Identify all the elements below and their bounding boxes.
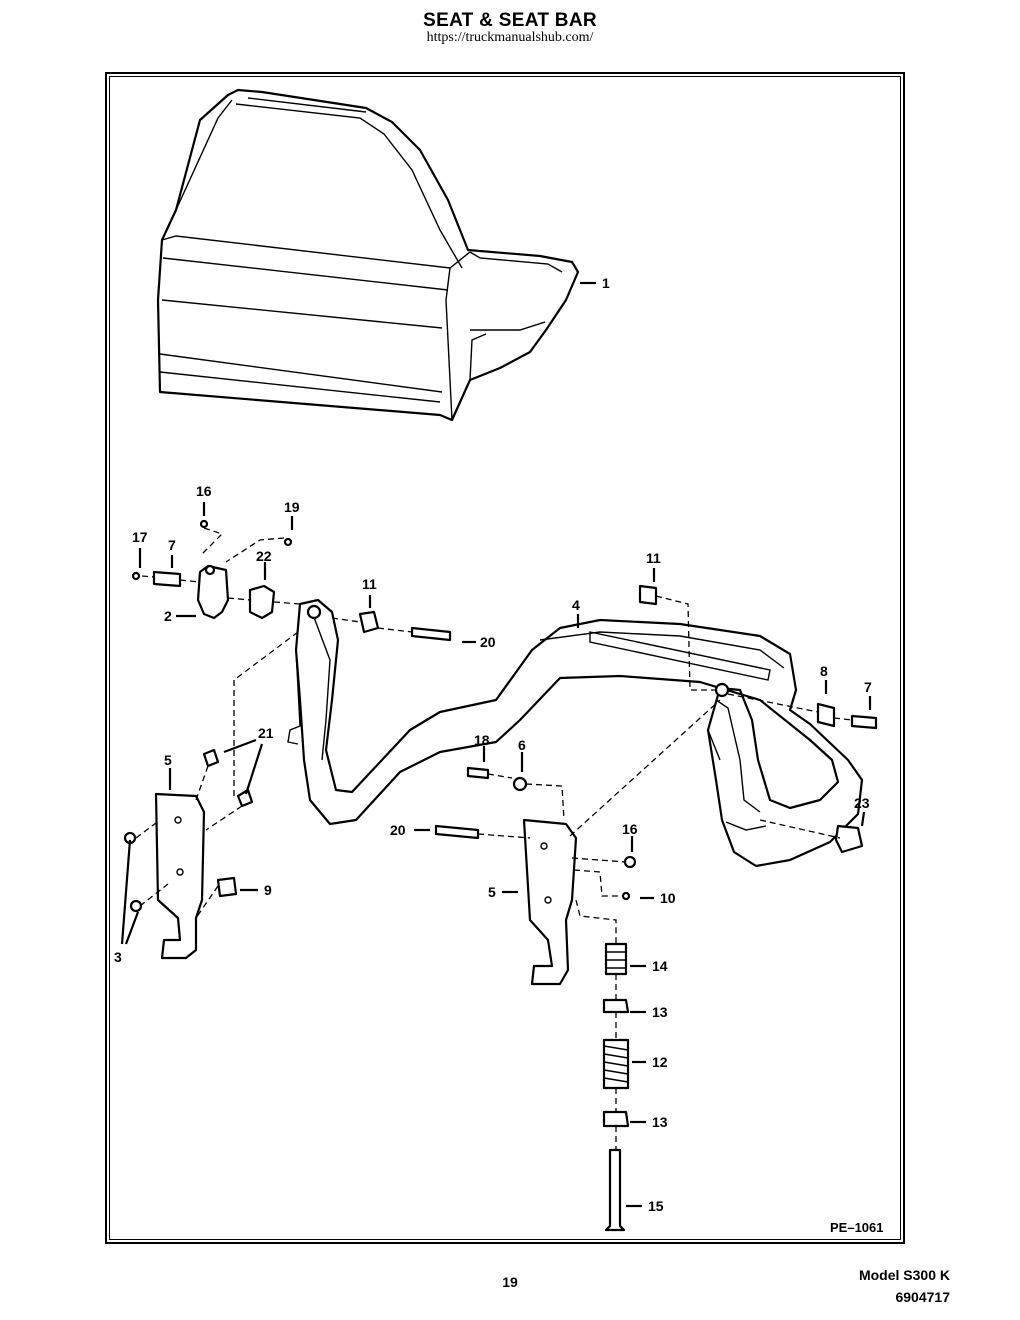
left-pivot-bracket — [131, 519, 878, 854]
callout-22: 22 — [256, 548, 272, 564]
callout-12: 12 — [652, 1054, 668, 1070]
callout-11: 11 — [362, 576, 377, 592]
callout-14: 14 — [652, 958, 668, 974]
callout-10: 10 — [660, 890, 676, 906]
callout-5: 5 — [488, 884, 496, 900]
callout-leaders — [120, 281, 872, 1208]
callout-19: 19 — [284, 499, 300, 515]
callout-8: 8 — [820, 663, 828, 679]
callout-18: 18 — [474, 732, 490, 748]
source-url[interactable]: https://truckmanualshub.com/ — [426, 30, 594, 45]
callout-3: 3 — [114, 949, 122, 965]
callout-20: 20 — [390, 822, 406, 838]
callout-16: 16 — [622, 821, 638, 837]
seat-part — [156, 88, 580, 422]
callout-13: 13 — [652, 1004, 668, 1020]
model-info: Model S300 K 6904717 — [859, 1264, 950, 1308]
callout-5: 5 — [164, 752, 172, 768]
callout-16: 16 — [196, 483, 212, 499]
callout-21: 21 — [258, 725, 274, 741]
callout-1: 1 — [602, 275, 610, 291]
diagram-frame-inner — [109, 76, 901, 1240]
callout-2: 2 — [164, 608, 172, 624]
spring-assembly — [602, 942, 630, 1232]
page-title: SEAT & SEAT BAR — [423, 10, 597, 31]
callout-6: 6 — [518, 737, 526, 753]
callout-15: 15 — [648, 1198, 664, 1214]
callout-7: 7 — [864, 679, 872, 695]
callout-20: 20 — [480, 634, 496, 650]
callout-7: 7 — [168, 537, 176, 553]
model-name: Model S300 K — [858, 1267, 950, 1283]
model-serial: 6904717 — [895, 1289, 950, 1305]
callout-17: 17 — [132, 529, 148, 545]
callout-23: 23 — [854, 795, 870, 811]
callout-11: 11 — [646, 550, 661, 566]
diagram-code: PE–1061 — [830, 1220, 884, 1235]
left-mount-plate — [123, 748, 254, 960]
assembly-dashed-lines — [135, 527, 853, 1150]
callout-9: 9 — [264, 882, 272, 898]
callout-labels: 1 16 19 17 7 22 2 11 20 11 4 8 7 21 5 18… — [114, 275, 884, 1235]
seat-bar-part — [287, 598, 864, 868]
callout-13: 13 — [652, 1114, 668, 1130]
diagram-frame-outer — [105, 72, 905, 1244]
callout-4: 4 — [572, 597, 580, 613]
page-number: 19 — [502, 1274, 518, 1290]
